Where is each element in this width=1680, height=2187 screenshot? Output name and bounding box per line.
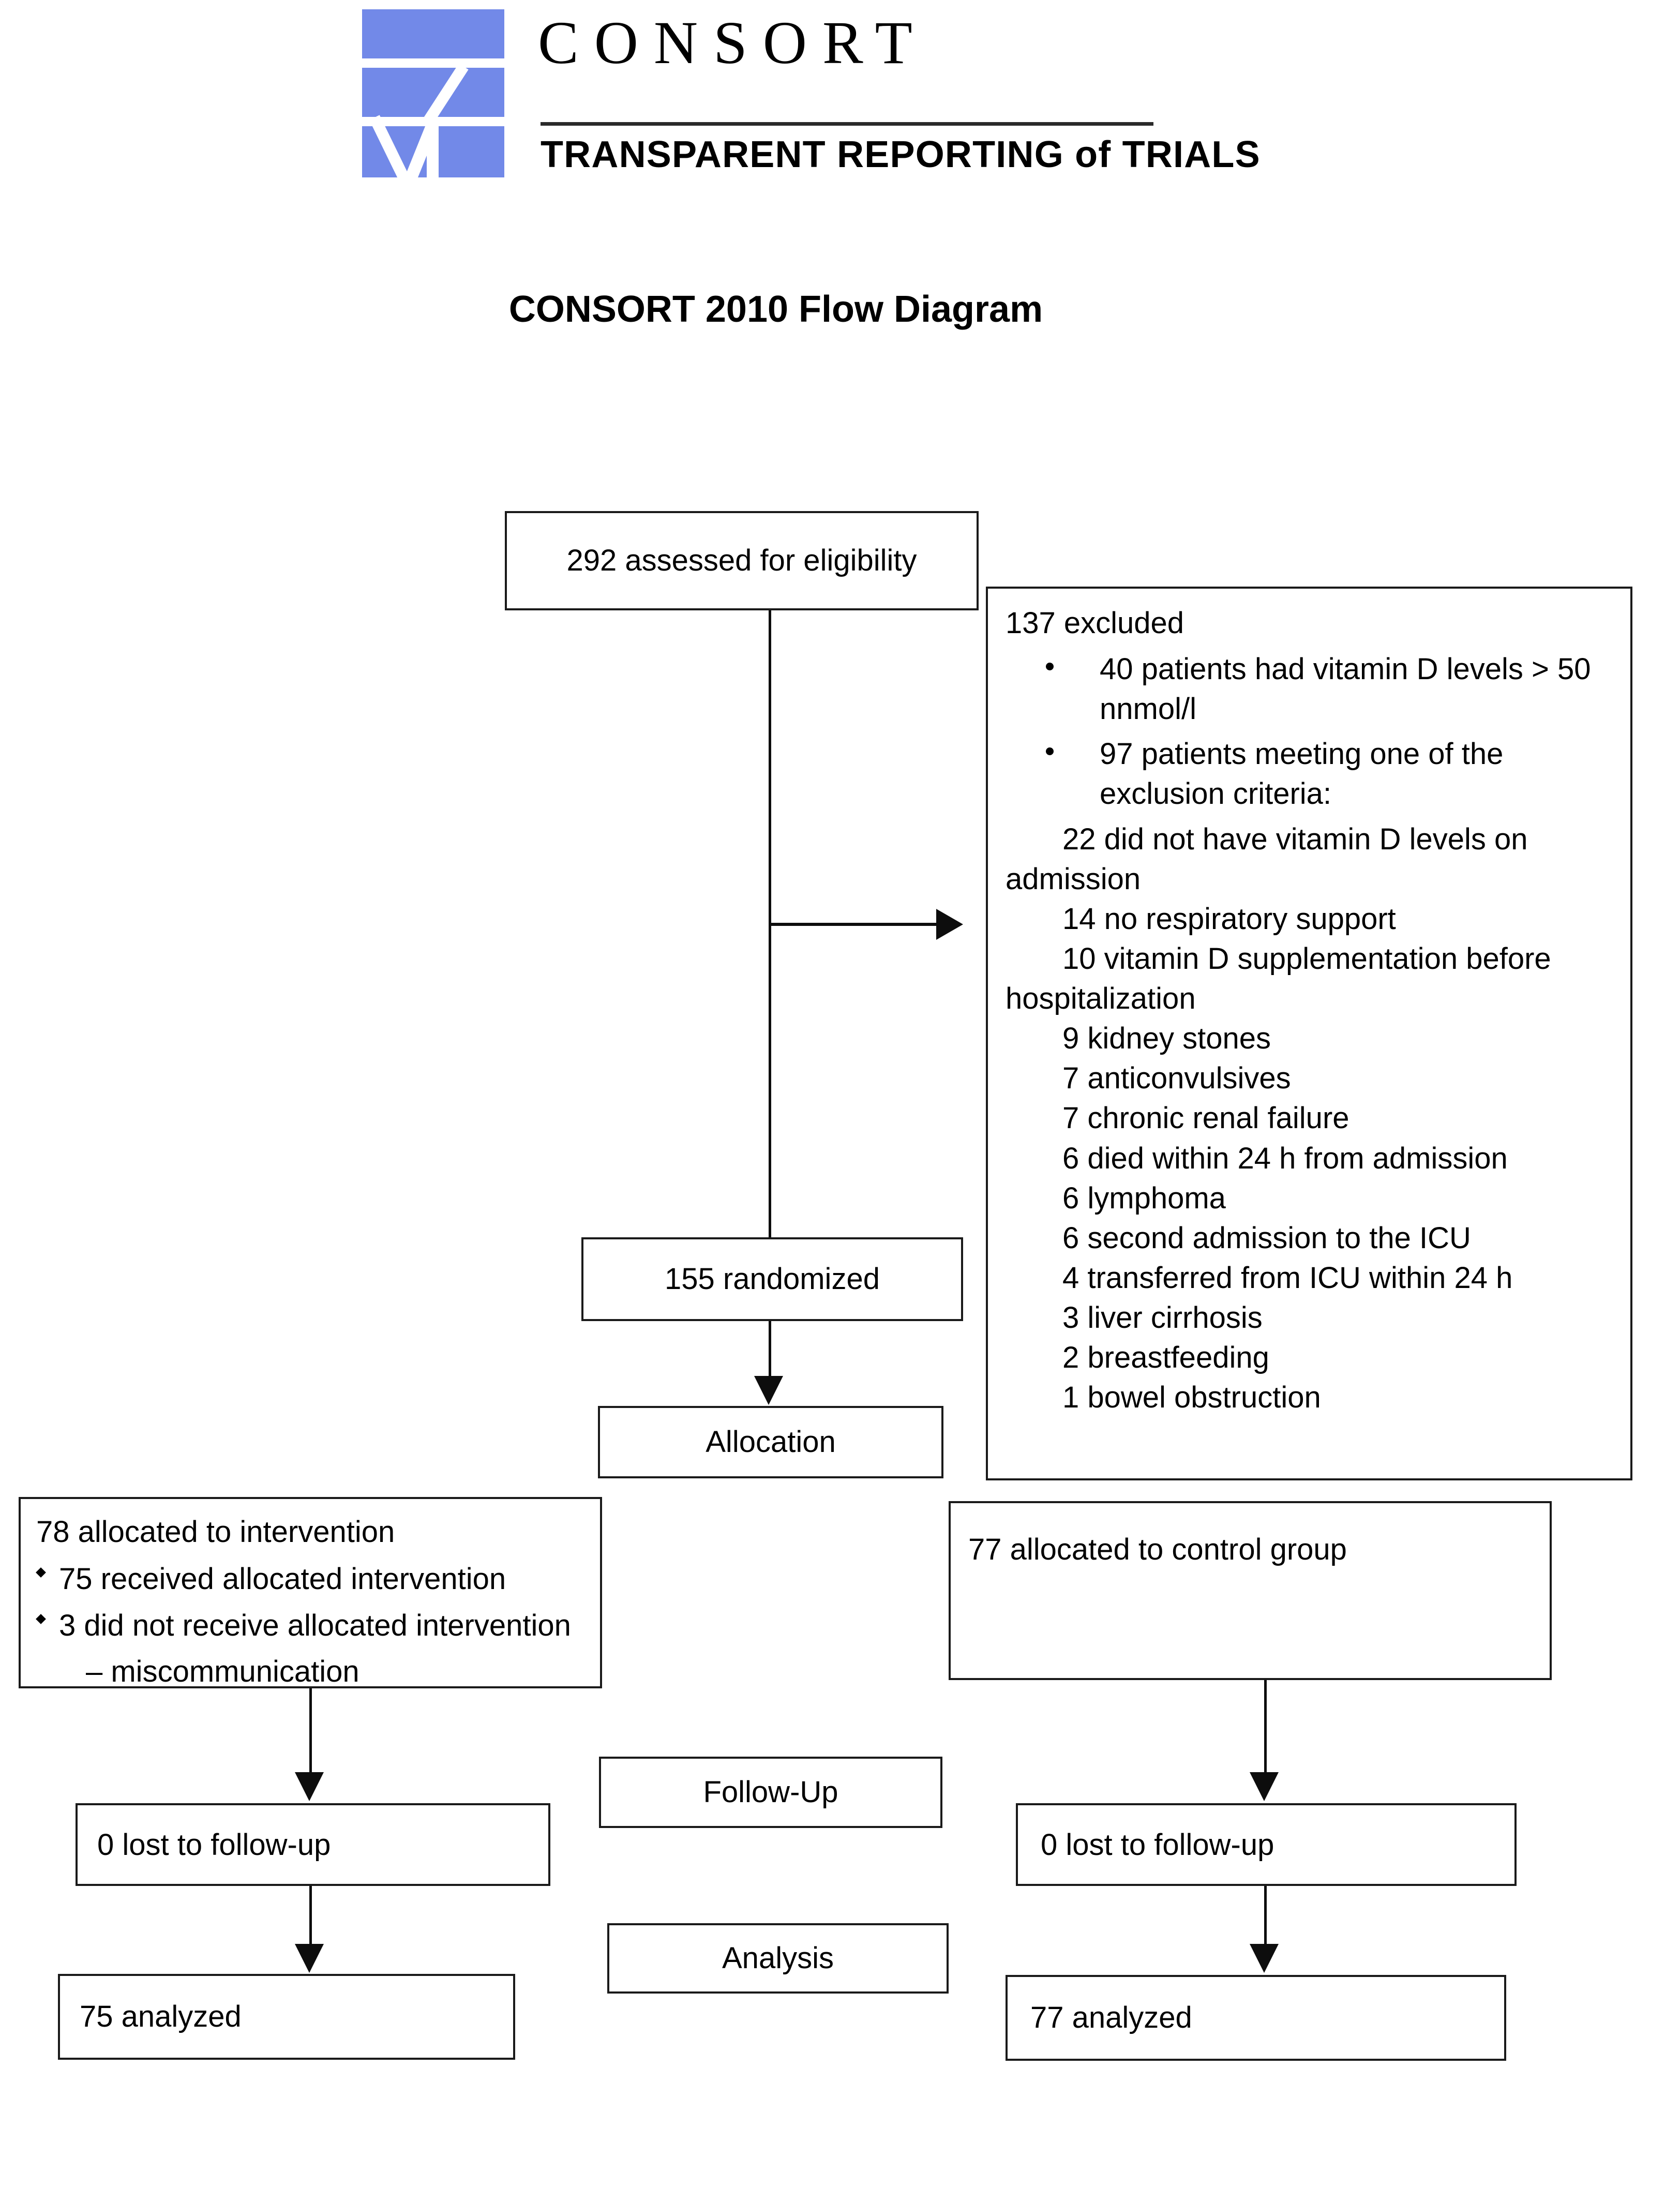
allocated-intervention-item: 75 received allocated intervention	[36, 1560, 584, 1598]
arrow-down-icon	[1250, 1944, 1279, 1973]
allocated-intervention-item-text: 3 did not receive allocated intervention	[59, 1608, 571, 1642]
box-allocated-intervention: 78 allocated to intervention 75 received…	[19, 1497, 602, 1688]
bullet-diamond-icon	[36, 1567, 46, 1578]
randomized-text: 155 randomized	[665, 1262, 880, 1296]
excluded-bullet-item: 40 patients had vitamin D levels > 50 nn…	[1006, 649, 1613, 729]
bullet-dot-icon	[1046, 663, 1054, 671]
excluded-sub-item: 9 kidney stones	[1062, 1022, 1271, 1056]
excluded-heading: 137 excluded	[1006, 606, 1184, 640]
allocated-intervention-item: 3 did not receive allocated intervention	[36, 1606, 584, 1645]
arrow-right-icon	[936, 909, 963, 940]
excluded-sub-item: 4 transferred from ICU within 24 h	[1062, 1261, 1513, 1295]
excluded-sub-item: 2 breastfeeding	[1062, 1341, 1269, 1375]
logo-divider-rule	[541, 122, 1153, 126]
consort-logo: CONSORT TRANSPARENT REPORTING of TRIALS	[362, 9, 1260, 201]
excluded-bullet-text: 40 patients had vitamin D levels > 50 nn…	[1100, 652, 1591, 726]
box-excluded: 137 excluded 40 patients had vitamin D l…	[986, 587, 1632, 1480]
connector-lost-left-to-analyzed-left	[309, 1886, 312, 1946]
excluded-sub-item: 22 did not have vitamin D levels on admi…	[1006, 822, 1528, 896]
analyzed-intervention-text: 75 analyzed	[80, 2000, 242, 2033]
stage-label-allocation: Allocation	[598, 1406, 943, 1478]
box-allocated-control: 77 allocated to control group	[949, 1501, 1552, 1680]
consort-tagline: TRANSPARENT REPORTING of TRIALS	[541, 134, 1261, 175]
connector-alloc-right-to-lost-right	[1264, 1680, 1267, 1774]
allocation-label: Allocation	[706, 1425, 836, 1459]
box-randomized: 155 randomized	[581, 1237, 963, 1321]
bullet-dot-icon	[1046, 747, 1054, 756]
box-assessed-for-eligibility: 292 assessed for eligibility	[505, 511, 979, 610]
analyzed-control-text: 77 analyzed	[1030, 2001, 1192, 2034]
consort-logo-mark-icon	[362, 9, 507, 201]
consort-wordmark: CONSORT	[538, 9, 928, 77]
lost-to-follow-up-intervention-text: 0 lost to follow-up	[97, 1828, 331, 1862]
assessed-for-eligibility-text: 292 assessed for eligibility	[566, 543, 917, 577]
connector-lost-right-to-analyzed-right	[1264, 1886, 1267, 1946]
excluded-sub-item: 1 bowel obstruction	[1062, 1381, 1321, 1415]
excluded-bullet-item: 97 patients meeting one of the exclusion…	[1006, 734, 1613, 814]
connector-randomized-to-allocation	[769, 1321, 771, 1378]
excluded-sub-item: 14 no respiratory support	[1062, 902, 1396, 936]
connector-eligibility-to-excluded	[769, 923, 942, 926]
logo-mask	[362, 180, 507, 201]
box-lost-to-follow-up-control: 0 lost to follow-up	[1016, 1803, 1517, 1886]
stage-label-analysis: Analysis	[607, 1923, 949, 1994]
allocated-control-heading: 77 allocated to control group	[968, 1533, 1347, 1566]
excluded-sub-item: 7 chronic renal failure	[1062, 1101, 1349, 1135]
excluded-bullet-text: 97 patients meeting one of the exclusion…	[1100, 737, 1504, 811]
analysis-label: Analysis	[722, 1941, 834, 1975]
connector-alloc-left-to-lost-left	[309, 1688, 312, 1774]
excluded-sub-item: 10 vitamin D supplementation before hosp…	[1006, 941, 1551, 1016]
excluded-sub-item: 7 anticonvulsives	[1062, 1061, 1291, 1096]
excluded-sub-item: 6 died within 24 h from admission	[1062, 1141, 1508, 1175]
allocated-intervention-item-text: 75 received allocated intervention	[59, 1562, 506, 1596]
allocated-intervention-heading: 78 allocated to intervention	[36, 1515, 395, 1549]
arrow-down-icon	[295, 1944, 324, 1973]
stage-label-follow-up: Follow-Up	[599, 1757, 942, 1828]
logo-bar-top-icon	[362, 9, 504, 58]
allocated-intervention-reason: – miscommunication	[86, 1655, 359, 1689]
follow-up-label: Follow-Up	[703, 1775, 838, 1809]
arrow-down-icon	[754, 1376, 783, 1405]
box-analyzed-intervention: 75 analyzed	[58, 1974, 515, 2060]
excluded-sub-item: 6 lymphoma	[1062, 1181, 1226, 1215]
excluded-sub-item: 3 liver cirrhosis	[1062, 1301, 1263, 1335]
lost-to-follow-up-control-text: 0 lost to follow-up	[1041, 1828, 1274, 1862]
bullet-diamond-icon	[36, 1613, 46, 1624]
arrow-down-icon	[1250, 1772, 1279, 1801]
excluded-sub-item: 6 second admission to the ICU	[1062, 1221, 1471, 1255]
logo-bar-bottom-right-icon	[439, 126, 504, 177]
arrow-down-icon	[295, 1772, 324, 1801]
box-analyzed-control: 77 analyzed	[1006, 1975, 1506, 2061]
box-lost-to-follow-up-intervention: 0 lost to follow-up	[76, 1803, 550, 1886]
page-title: CONSORT 2010 Flow Diagram	[508, 289, 1043, 330]
